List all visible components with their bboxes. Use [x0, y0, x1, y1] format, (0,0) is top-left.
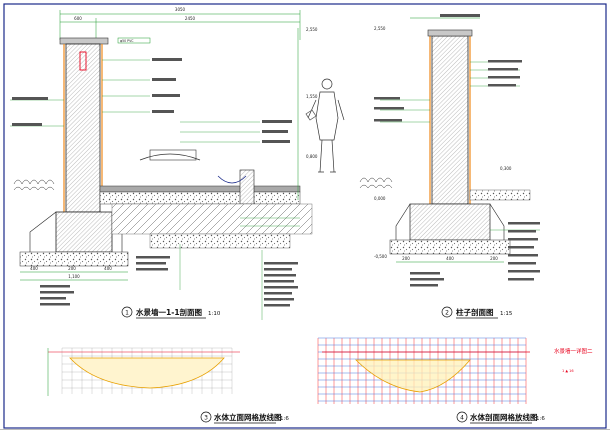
pillar-level-3: 0,000 [374, 196, 386, 201]
level-1: 2,550 [306, 27, 318, 32]
pillar-level-4: -0,500 [374, 254, 387, 259]
view-4-grid [317, 337, 530, 404]
view-2-title: 柱子剖面图 [456, 307, 494, 317]
pillar-base-1: 200 [402, 256, 410, 261]
side-title: 水景墙一详图二 [554, 347, 593, 355]
dim-top-overall: 3050 [175, 7, 186, 12]
view-3-scale: 1:6 [280, 416, 289, 422]
shrubs-right [359, 177, 393, 189]
dim-top-part-1: 600 [74, 16, 82, 21]
pillar-level-2: 0,300 [500, 166, 512, 171]
view-2-pillar: 2,550 0,300 0,000 -0,500 200 400 200 [359, 14, 540, 319]
shrubs-left [13, 179, 55, 191]
level-2: 1,550 [306, 94, 318, 99]
dim-top-part-2: 2450 [185, 16, 196, 21]
sheet-frame [3, 3, 607, 429]
view-1-section: 3050 600 2450 φ50 PVC [10, 7, 345, 320]
pillar-body [431, 35, 469, 205]
view-2-number: 2 [445, 310, 449, 317]
side-code: 1 ▲ 16 [562, 369, 574, 373]
view-3-number: 3 [204, 415, 208, 422]
pillar-base-3: 200 [490, 256, 498, 261]
note-top: φ50 PVC [120, 39, 134, 43]
view-4-number: 4 [460, 415, 464, 422]
dim-base-3: 400 [104, 266, 112, 271]
status-strip [0, 429, 610, 436]
view-1-title: 水景墙一1-1剖面图 [136, 307, 203, 317]
dim-base-total: 1,100 [68, 274, 80, 279]
dim-base-1: 400 [30, 266, 38, 271]
level-3: 0,800 [306, 154, 318, 159]
view-2-scale: 1:15 [500, 311, 513, 317]
view-1-scale: 1:10 [208, 311, 221, 317]
notes-view-2 [374, 60, 540, 287]
view-3-grid [47, 347, 240, 396]
pillar-base-2: 400 [446, 256, 454, 261]
pillar-level-1: 2,550 [374, 26, 386, 31]
wall-body [65, 43, 101, 213]
scale-figure [305, 78, 345, 173]
view-4-scale: 1:6 [536, 416, 545, 422]
view-1-number: 1 [125, 310, 129, 317]
view-3-title: 水体立面网格放线图 [214, 412, 282, 422]
view-4-title: 水体剖面网格放线图 [470, 412, 538, 422]
notes-view-1 [12, 58, 298, 307]
dim-base-2: 200 [68, 266, 76, 271]
